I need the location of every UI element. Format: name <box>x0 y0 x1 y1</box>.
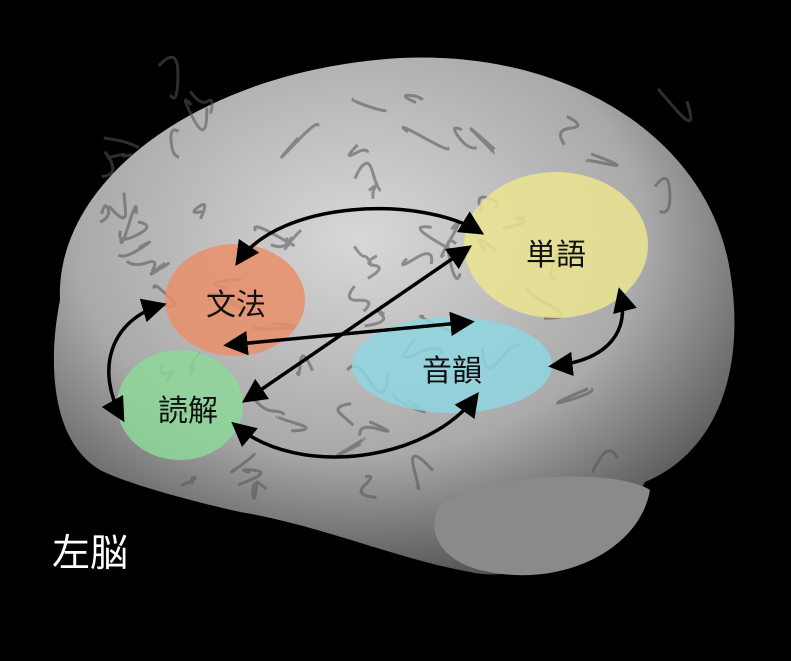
sulcus-line <box>657 88 693 123</box>
sulcus-line <box>585 152 619 167</box>
arrow-phonology-word <box>548 287 637 377</box>
sulcus-line <box>119 205 138 245</box>
sulcus-line <box>237 468 263 487</box>
sulcus-line <box>351 97 387 113</box>
arrow-reading-word <box>241 245 473 403</box>
sulcus-line <box>149 261 170 276</box>
sulcus-line <box>117 240 151 258</box>
arrow-reading-grammar <box>101 298 167 423</box>
sulcus-line <box>103 136 140 149</box>
arrow-grammar-word <box>235 206 485 267</box>
sulcus-line <box>280 122 320 159</box>
region-label-grammar: 文法 <box>206 288 266 323</box>
cerebellum <box>434 476 650 576</box>
sulcus-line <box>99 204 111 224</box>
sulcus-line <box>230 452 257 474</box>
region-label-phonology: 音韻 <box>422 354 482 389</box>
sulcus-line <box>401 125 450 151</box>
sulcus-line <box>125 260 157 273</box>
region-label-reading: 読解 <box>158 394 218 429</box>
sulcus-line <box>157 55 180 100</box>
region-word <box>464 172 648 318</box>
sulcus-line <box>169 128 180 159</box>
sulcus-line <box>101 150 115 178</box>
hemisphere-label: 左脳 <box>52 531 129 575</box>
arrow-reading-phonology <box>231 392 479 459</box>
sulcus-line <box>251 480 268 500</box>
region-label-word: 単語 <box>526 238 586 273</box>
sulcus-line <box>453 126 478 150</box>
sulcus-line <box>353 161 382 192</box>
sulcus-line <box>556 387 594 405</box>
sulcus-line <box>180 475 197 488</box>
sulcus-line <box>653 177 672 214</box>
sulcus-line <box>359 474 377 499</box>
sulcus-line <box>347 143 370 157</box>
sulcus-line <box>118 220 149 241</box>
sulcus-line <box>559 115 580 146</box>
sulcus-line <box>192 203 207 220</box>
sulcus-line <box>189 90 214 115</box>
sulcus-line <box>106 152 133 160</box>
sulcus-line <box>367 184 377 200</box>
sulcus-line <box>411 454 435 491</box>
sulcus-line <box>183 98 209 132</box>
sulcus-line <box>592 449 619 474</box>
sulcus-line <box>403 93 424 104</box>
sulcus-line <box>469 127 496 155</box>
sulcus-line <box>107 192 128 220</box>
